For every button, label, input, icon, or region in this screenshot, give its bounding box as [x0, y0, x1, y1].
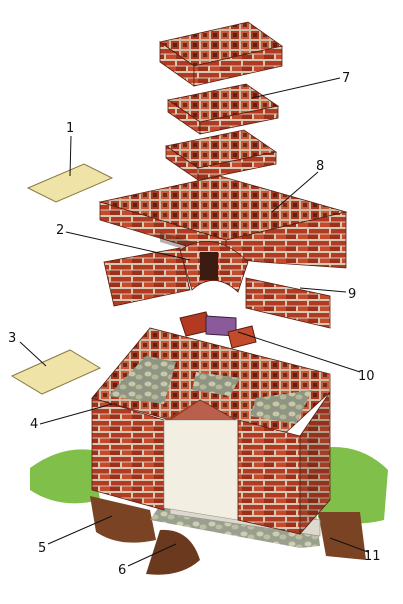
brick-course-lower [164, 129, 278, 181]
brick-course-top [159, 21, 283, 87]
callout-10: 10 [358, 369, 375, 384]
callout-4: 4 [30, 417, 38, 432]
slab-3 [10, 349, 102, 395]
loose-bricks [179, 311, 257, 349]
callout-labels: 1 2 3 4 5 6 7 8 9 10 11 [8, 71, 381, 578]
slab-1 [26, 163, 114, 203]
leader-lines [19, 77, 369, 567]
callout-7: 7 [342, 71, 350, 86]
callout-11: 11 [364, 549, 381, 564]
callout-3: 3 [8, 331, 16, 346]
brick-course-middle [166, 83, 280, 135]
callout-2: 2 [56, 223, 64, 238]
callout-9: 9 [348, 287, 356, 302]
arch-course [103, 240, 331, 329]
oven-base [91, 327, 331, 536]
callout-1: 1 [66, 121, 74, 136]
callout-5: 5 [38, 541, 46, 556]
callout-8: 8 [316, 159, 324, 174]
callout-6: 6 [118, 563, 126, 578]
